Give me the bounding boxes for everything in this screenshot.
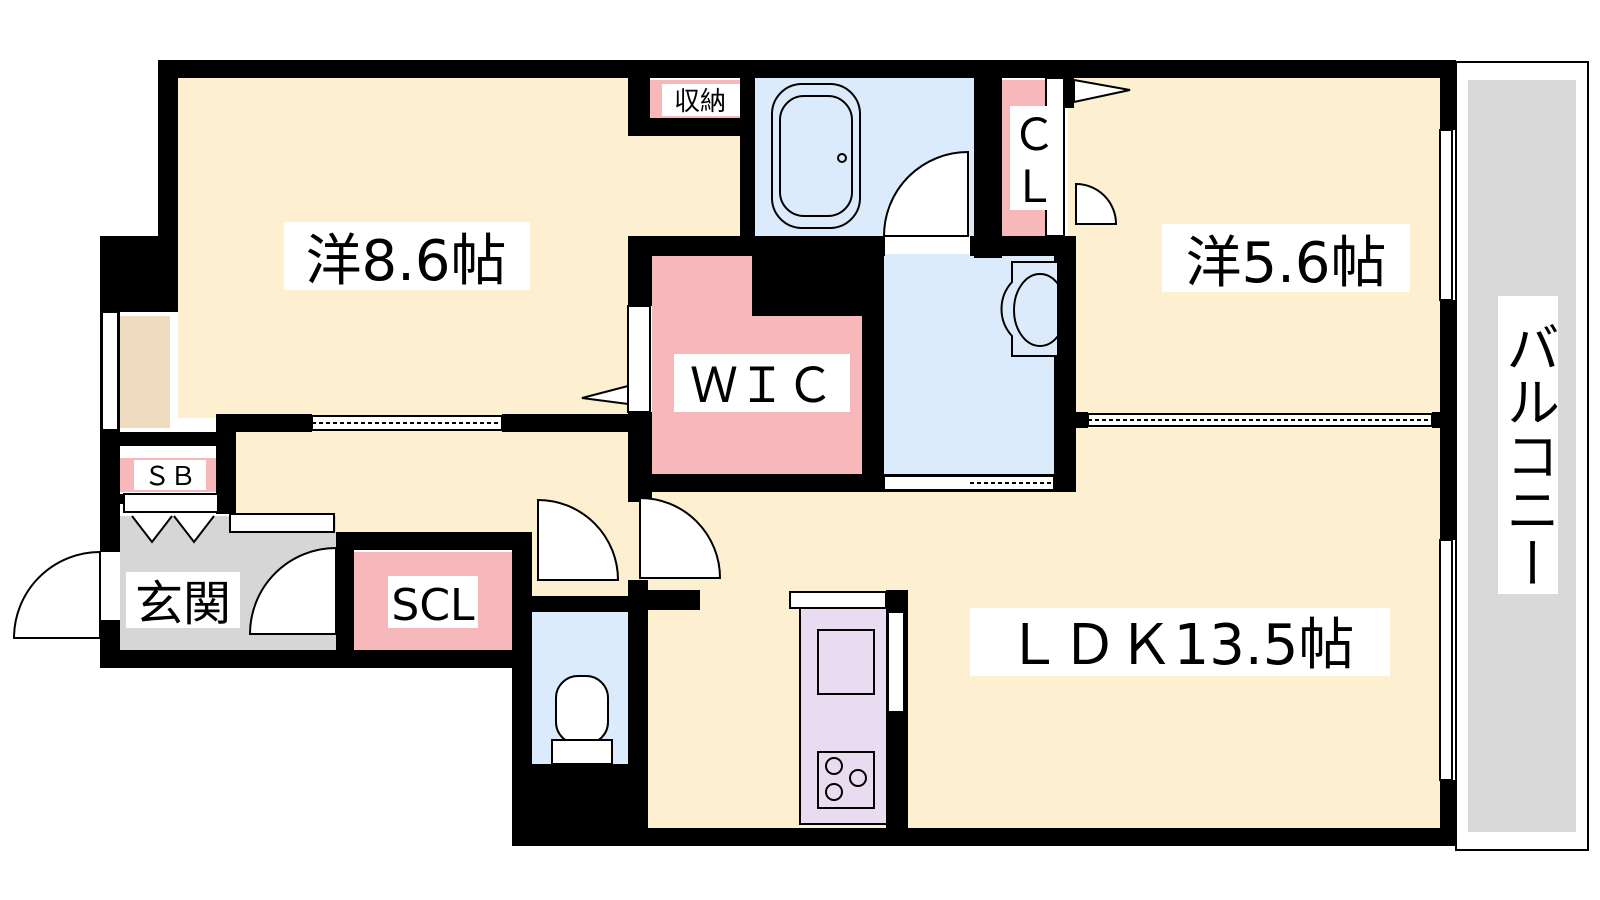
scl-text: SCL xyxy=(391,580,475,631)
wall xyxy=(502,414,652,432)
bathtub xyxy=(771,83,861,229)
fixtures xyxy=(551,83,1067,809)
bathtub-inner xyxy=(779,95,853,217)
door-swings xyxy=(12,78,1131,639)
wall xyxy=(740,78,755,256)
scl-label: SCL xyxy=(388,576,478,631)
wall xyxy=(628,590,700,610)
wall xyxy=(532,596,632,612)
western-room-2-text: 洋5.6帖 xyxy=(1185,231,1386,296)
balcony-text: バルコニー xyxy=(1497,320,1560,590)
shoe-box-door xyxy=(131,515,173,544)
entrance-label: 玄関 xyxy=(126,572,240,632)
western-room-1-label: 洋8.6帖 xyxy=(284,222,530,294)
sink xyxy=(817,629,875,695)
stove xyxy=(817,751,875,809)
wall xyxy=(512,532,532,662)
closet-text-line2: Ｌ xyxy=(1012,162,1056,213)
wall xyxy=(1440,60,1456,130)
bay-window-floor xyxy=(120,316,170,428)
shoe-box-doors xyxy=(123,493,219,513)
ldk-text: ＬＤＫ13.5帖 xyxy=(1006,613,1355,678)
wall xyxy=(755,236,885,256)
ldk-label: ＬＤＫ13.5帖 xyxy=(970,608,1390,678)
door-swing xyxy=(12,550,101,639)
burner xyxy=(825,783,843,801)
sliding-door xyxy=(229,513,335,533)
washbasin xyxy=(1000,261,1059,357)
western-room-2-label: 洋5.6帖 xyxy=(1162,224,1410,296)
wall xyxy=(100,432,120,552)
wic-label: ＷＩＣ xyxy=(674,354,850,414)
openings xyxy=(101,77,1453,781)
balcony-label: バルコニー xyxy=(1497,296,1560,594)
wall xyxy=(752,256,868,316)
window xyxy=(101,311,119,431)
burner xyxy=(849,769,867,787)
wall xyxy=(1440,780,1456,846)
wall xyxy=(512,828,1456,846)
shoe-box-door xyxy=(173,515,215,544)
storage-label: 収納 xyxy=(662,84,740,117)
door-swing xyxy=(639,496,722,579)
wall xyxy=(100,650,518,668)
bathtub-drain xyxy=(837,153,847,163)
window xyxy=(1439,539,1453,781)
wall xyxy=(628,118,752,136)
door-swing xyxy=(248,546,337,635)
storage-text: 収納 xyxy=(674,87,726,117)
door-swing xyxy=(882,150,969,237)
wall xyxy=(336,532,354,652)
burner xyxy=(825,757,843,775)
wall xyxy=(1068,412,1088,428)
toilet-bowl xyxy=(555,675,609,745)
wall xyxy=(532,764,632,830)
closet-label: Ｃ Ｌ xyxy=(1010,106,1058,213)
wall xyxy=(1432,412,1450,428)
wall xyxy=(216,414,312,432)
wall xyxy=(970,236,1068,256)
window xyxy=(1439,129,1453,301)
door-swing xyxy=(537,498,620,581)
sliding-door xyxy=(627,305,651,413)
labels: 洋8.6帖 洋5.6帖 ＬＤＫ13.5帖 ＷＩＣ 収納 Ｃ Ｌ ＳＢ xyxy=(126,84,1560,678)
wic-text: ＷＩＣ xyxy=(690,358,834,414)
washbasin-bowl xyxy=(1013,273,1067,347)
wall xyxy=(862,254,884,490)
shoe-box-text: ＳＢ xyxy=(144,462,196,492)
door-arrow xyxy=(581,384,629,406)
wall xyxy=(100,432,236,446)
toilet-tank xyxy=(551,739,613,765)
western-room-1-text: 洋8.6帖 xyxy=(305,229,506,294)
sliding-door xyxy=(789,591,887,609)
wall xyxy=(512,650,532,846)
door-arrow xyxy=(1073,78,1131,104)
sliding-door xyxy=(883,475,1055,491)
entrance-text: 玄関 xyxy=(135,576,231,632)
door-swing xyxy=(1075,182,1118,225)
wall xyxy=(336,532,532,550)
shoe-box-label: ＳＢ xyxy=(134,460,206,492)
wall xyxy=(628,580,648,830)
wall xyxy=(1064,78,1074,108)
sliding-door xyxy=(887,611,905,713)
wall xyxy=(158,60,1456,78)
closet-text-line1: Ｃ xyxy=(1012,110,1056,161)
wall xyxy=(974,78,1002,258)
